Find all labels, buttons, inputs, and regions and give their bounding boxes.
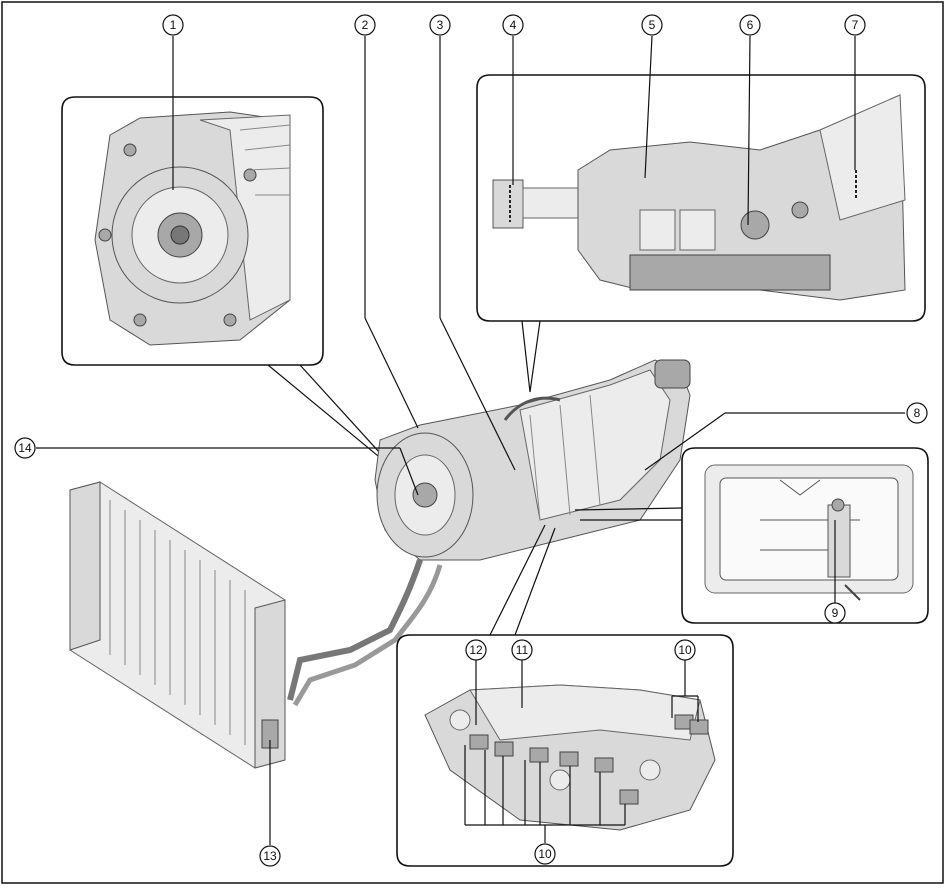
callout-9: 9 [824,602,846,624]
callout-1-label: 1 [170,18,177,32]
callout-8: 8 [906,402,928,424]
callout-11-label: 11 [516,643,529,657]
callout-9-label: 9 [832,606,839,620]
inset-4-pointer-b [514,527,556,636]
callout-14-label: 14 [18,441,32,455]
main-transmission [374,359,691,561]
callout-5: 5 [641,14,663,36]
callout-13: 13 [259,845,281,867]
valve-body-inset [396,634,734,867]
callout-11: 11 [511,639,533,661]
callout-12-label: 12 [469,643,483,657]
callout-4: 4 [502,14,524,36]
inset-1-pointer-a [267,364,396,471]
oil-pan-inset [681,447,929,624]
callout-2-label: 2 [362,18,369,32]
torque-converter-inset [61,96,324,366]
inset-4-pointer-a [489,524,546,636]
callout-7-label: 7 [852,18,859,32]
callout-10-top-label: 10 [678,643,692,657]
callout-3: 3 [429,14,451,36]
radiator [69,481,286,769]
callout-7: 7 [844,14,866,36]
callout-10-bottom: 10 [534,843,556,865]
callout-13-label: 13 [263,849,277,863]
inset-2-pointer [521,320,541,393]
leader-lines [36,35,905,845]
callout-10-top: 10 [674,639,696,661]
callout-3-label: 3 [437,18,444,32]
callout-14: 14 [14,437,36,459]
callout-6-label: 6 [747,18,754,32]
callout-10-bottom-label: 10 [538,847,552,861]
cooler-hoses [287,559,443,707]
inset-3-pointer-a [574,507,683,511]
callout-2: 2 [354,14,376,36]
callout-1: 1 [162,14,184,36]
callout-8-label: 8 [914,406,921,420]
callout-6: 6 [739,14,761,36]
callout-4-label: 4 [510,18,517,32]
transmission-side-inset [476,74,926,322]
callout-12: 12 [465,639,487,661]
callout-5-label: 5 [649,18,656,32]
